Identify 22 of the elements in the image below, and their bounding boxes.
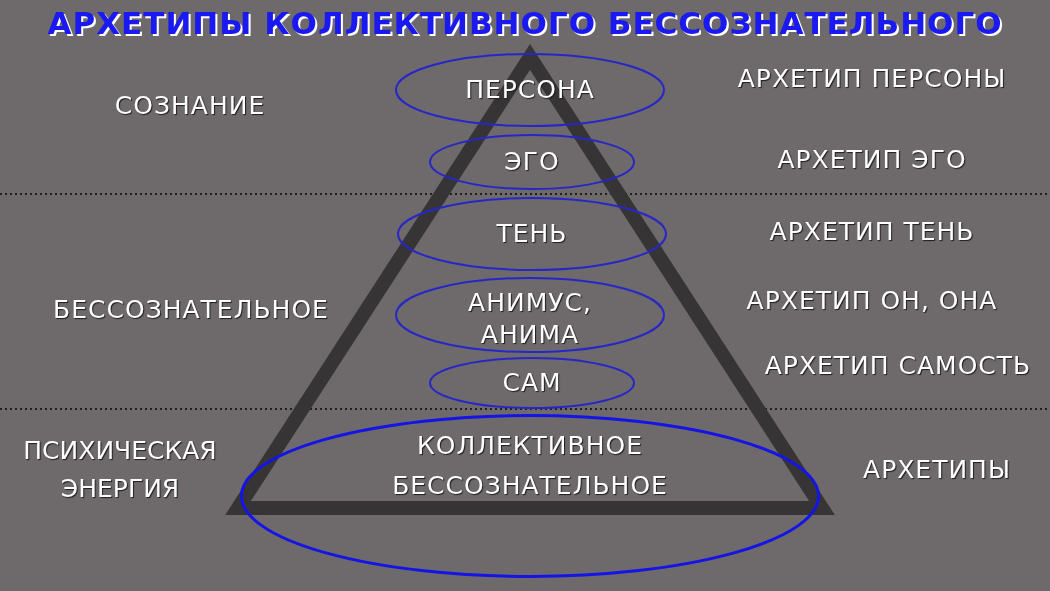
archetype-ellipse	[240, 414, 820, 578]
archetype-label: АРХЕТИПЫ	[863, 454, 1011, 486]
archetype-ellipse	[429, 134, 635, 190]
ellipse-label: ТЕНЬ	[496, 218, 568, 250]
archetype-ellipse	[395, 53, 665, 127]
ellipse-label: КОЛЛЕКТИВНОЕ БЕССОЗНАТЕЛЬНОЕ	[392, 430, 668, 502]
archetype-ellipse	[429, 357, 635, 409]
level-label: ПСИХИЧЕСКАЯ ЭНЕРГИЯ	[23, 435, 217, 505]
level-label: БЕССОЗНАТЕЛЬНОЕ	[53, 294, 329, 326]
archetype-label: АРХЕТИП ПЕРСОНЫ	[737, 63, 1007, 95]
archetype-label: АРХЕТИП ОН, ОНА	[746, 285, 998, 317]
level-label: СОЗНАНИЕ	[114, 90, 266, 122]
archetype-ellipse	[397, 197, 667, 271]
archetype-label: АРХЕТИП САМОСТЬ	[764, 350, 1032, 382]
archetype-ellipse	[395, 277, 665, 353]
archetype-label: АРХЕТИП ТЕНЬ	[769, 216, 975, 248]
archetype-label: АРХЕТИП ЭГО	[777, 144, 967, 176]
ellipse-label: ЭГО	[504, 146, 560, 178]
diagram-title: АРХЕТИПЫ КОЛЛЕКТИВНОГО БЕССОЗНАТЕЛЬНОГО	[47, 4, 1003, 42]
ellipse-label: АНИМУС, АНИМА	[468, 287, 592, 351]
ellipse-label: ПЕРСОНА	[465, 74, 595, 106]
ellipse-label: САМ	[502, 367, 562, 399]
